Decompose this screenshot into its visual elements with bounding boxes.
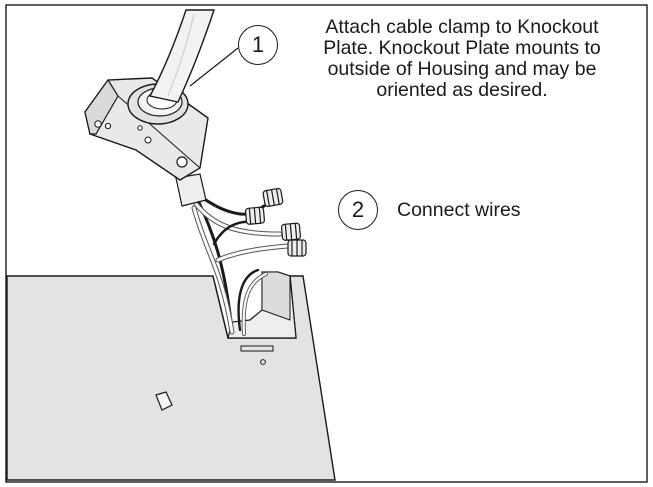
callout-text-2: Connect wires	[397, 200, 521, 221]
callout-1-leader	[189, 47, 239, 87]
callout-number-1: 1	[238, 25, 278, 65]
plate-hole-4	[176, 156, 188, 168]
wire-nut-4	[287, 239, 307, 257]
callout-number-1-label: 1	[251, 32, 265, 57]
plate-hole-5	[137, 125, 143, 131]
housing-hole-mark	[260, 359, 266, 365]
wires	[191, 194, 291, 336]
callout-1-line-2: Plate. Knockout Plate mounts to	[323, 37, 601, 59]
callout-1-line-4: oriented as desired.	[376, 79, 548, 101]
cable-sheath-lower	[175, 173, 207, 207]
callout-number-2: 2	[338, 190, 378, 230]
plate-hole-3	[144, 136, 152, 144]
plate-hole-1	[94, 120, 102, 128]
housing-clip	[155, 391, 173, 411]
callout-1-line-3: outside of Housing and may be	[327, 58, 597, 80]
wire-nuts	[244, 187, 307, 257]
housing-slot-mark	[240, 345, 274, 352]
callout-number-2-label: 2	[351, 197, 365, 222]
callout-2-line-1: Connect wires	[397, 199, 521, 221]
plate-hole-2	[104, 122, 112, 130]
wire-nut-3	[280, 222, 302, 241]
diagram-border	[5, 4, 648, 483]
wire-nut-1	[262, 187, 284, 208]
wire-nut-2	[244, 206, 266, 225]
callout-1-line-1: Attach cable clamp to Knockout	[325, 16, 599, 38]
callout-text-1: Attach cable clamp to Knockout Plate. Kn…	[292, 17, 632, 101]
housing	[6, 271, 336, 481]
cable-upper	[148, 9, 215, 103]
